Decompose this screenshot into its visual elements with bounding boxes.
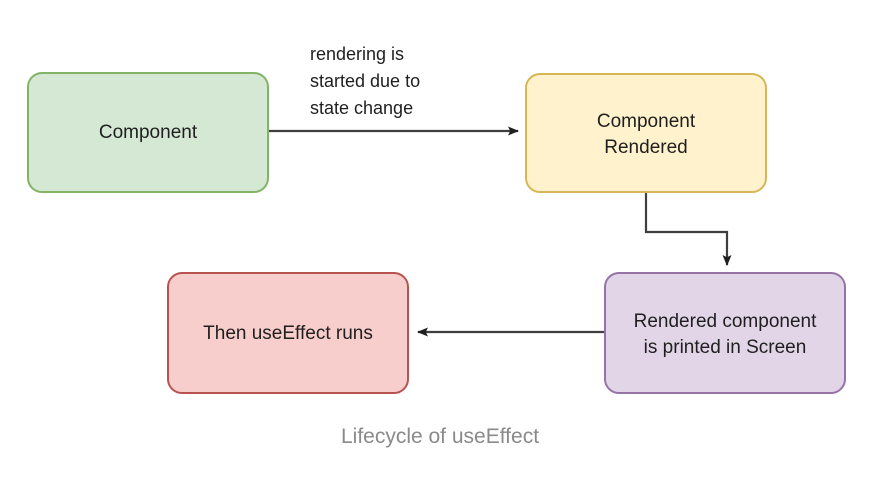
node-component-rendered[interactable]: Component Rendered: [525, 73, 767, 193]
node-component-label: Component: [99, 122, 198, 143]
node-rendered-printed-label-line-1: Rendered component: [634, 311, 817, 332]
edge-line-rendered-to-printed: [644, 192, 732, 266]
edge-label-line-2: started due to: [310, 71, 420, 91]
node-useeffect-runs[interactable]: Then useEffect runs: [167, 272, 409, 394]
node-component-rendered-label-line-2: Rendered: [604, 137, 687, 158]
node-component-shape[interactable]: [27, 72, 269, 193]
node-rendered-printed[interactable]: Rendered component is printed in Screen: [604, 272, 846, 394]
node-component[interactable]: Component: [27, 72, 269, 193]
node-rendered-printed-shape[interactable]: [604, 272, 846, 394]
edge-label-line-1: rendering is: [310, 44, 404, 64]
edge-label-line-3: state change: [310, 98, 413, 118]
edge-component-to-rendered: rendering is started due to state change: [268, 44, 519, 136]
node-component-rendered-shape[interactable]: [525, 73, 767, 193]
node-useeffect-runs-label: Then useEffect runs: [203, 323, 373, 344]
diagram-caption: Lifecycle of useEffect: [341, 425, 539, 448]
node-useeffect-runs-shape[interactable]: [167, 272, 409, 394]
edge-rendered-to-printed: [644, 192, 732, 266]
node-component-rendered-label-line-1: Component: [597, 111, 696, 132]
node-rendered-printed-label-line-2: is printed in Screen: [644, 337, 807, 358]
